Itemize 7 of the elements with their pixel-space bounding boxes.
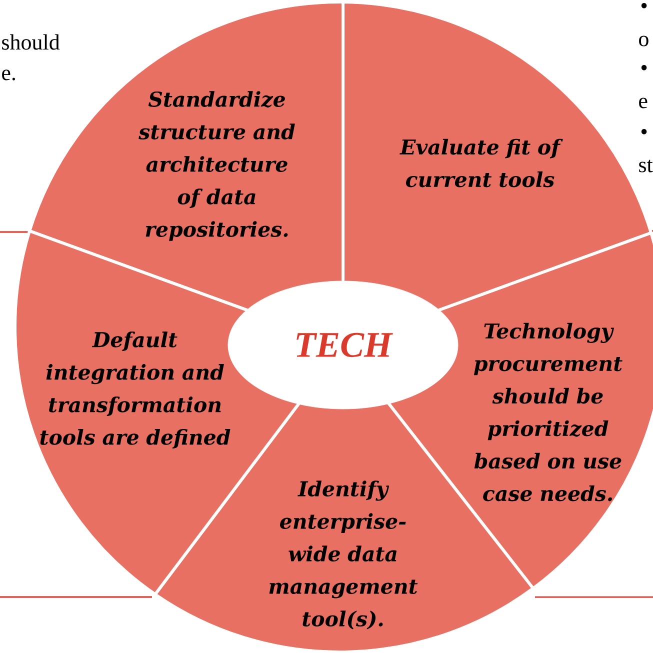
node-label: Evaluate fit of current tools bbox=[400, 138, 563, 188]
text-fragment: e bbox=[639, 98, 648, 108]
text-fragment: st bbox=[639, 160, 653, 172]
text-fragment: • bbox=[641, 129, 647, 134]
text-fragment: • bbox=[641, 65, 647, 70]
text-fragment: o bbox=[639, 36, 648, 46]
text-fragment: • bbox=[641, 3, 647, 8]
